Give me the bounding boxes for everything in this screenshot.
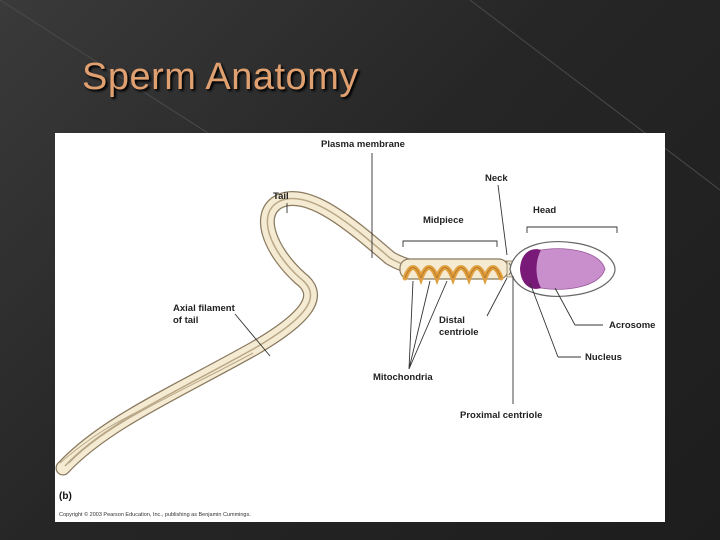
label-proximal-centriole: Proximal centriole xyxy=(460,410,542,421)
label-midpiece: Midpiece xyxy=(423,215,464,226)
label-acrosome: Acrosome xyxy=(609,320,655,331)
label-nucleus: Nucleus xyxy=(585,352,622,363)
label-axial-filament: Axial filament xyxy=(173,303,236,314)
axial-filament-leader xyxy=(234,313,271,357)
acrosome-leader xyxy=(554,287,603,326)
sperm-tail xyxy=(55,191,513,476)
label-tail: Tail xyxy=(273,191,289,202)
sperm-head xyxy=(509,241,616,297)
acrosome-shape xyxy=(534,248,606,290)
label-mitochondria: Mitochondria xyxy=(373,372,433,383)
label-neck: Neck xyxy=(485,173,508,184)
label-distal-centriole-2: centriole xyxy=(439,327,479,338)
nucleus-shape xyxy=(520,249,541,289)
panel-label: (b) xyxy=(59,491,72,502)
mitochondria-leader xyxy=(408,280,448,370)
label-distal-centriole: Distal xyxy=(439,315,465,326)
slide-title: Sperm Anatomy xyxy=(82,56,359,98)
label-axial-filament-2: of tail xyxy=(173,315,198,326)
label-head: Head xyxy=(533,205,556,216)
label-plasma-membrane: Plasma membrane xyxy=(321,139,405,150)
copyright-notice: Copyright © 2003 Pearson Education, Inc.… xyxy=(59,511,251,518)
nucleus-leader xyxy=(529,282,581,358)
sperm-midpiece xyxy=(399,258,509,286)
distal-centriole-leader xyxy=(486,277,508,317)
sperm-diagram-figure: Plasma membrane Neck Tail Midpiece Head … xyxy=(55,133,665,522)
neck-leader xyxy=(497,184,508,256)
midpiece-bracket xyxy=(402,240,498,247)
head-bracket xyxy=(526,226,618,233)
